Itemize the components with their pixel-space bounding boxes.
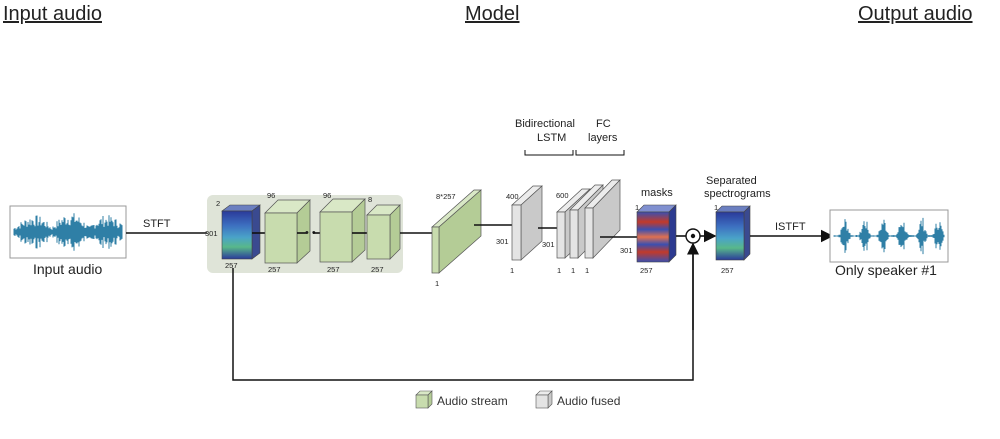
header-input-audio: Input audio xyxy=(3,3,102,25)
reshape-slab xyxy=(431,189,482,274)
separated-top-dim: 1 xyxy=(714,203,718,212)
lstm-bracket xyxy=(524,150,574,156)
legend: Audio stream Audio fused xyxy=(415,390,620,409)
input-waveform-panel xyxy=(9,205,127,259)
separated-title-line2: spectrograms xyxy=(704,188,771,200)
spec-in-left-dim: 301 xyxy=(205,229,218,238)
conv-block-1 xyxy=(264,199,311,264)
fc-title-line1: FC xyxy=(596,118,611,130)
fc-bracket xyxy=(575,150,625,156)
spec-in-top-dim: 2 xyxy=(216,199,220,208)
fc-title-line2: layers xyxy=(588,132,618,144)
istft-label: ISTFT xyxy=(775,221,806,233)
separated-title-line1: Separated xyxy=(706,175,757,187)
masks-title: masks xyxy=(641,187,673,199)
fc-layer-3 xyxy=(584,179,621,259)
legend-audio-stream-label: Audio stream xyxy=(437,394,508,408)
multiply-operator xyxy=(685,228,701,244)
input-waveform xyxy=(13,213,123,251)
legend-audio-fused-swatch xyxy=(535,390,553,409)
output-audio-caption: Only speaker #1 xyxy=(835,262,937,278)
lstm-title-line2: LSTM xyxy=(537,132,566,144)
fc-top-dim: 600 xyxy=(556,191,569,200)
masks-left-dim: 301 xyxy=(620,246,633,255)
legend-audio-fused-label: Audio fused xyxy=(557,394,620,408)
reshape-top-dim: 8*257 xyxy=(436,192,456,201)
lstm-bottom-dim: 1 xyxy=(510,266,514,275)
legend-audio-stream-swatch xyxy=(415,390,433,409)
lstm-left-dim: 301 xyxy=(496,237,509,246)
separated-spectrogram xyxy=(715,205,751,261)
header-output-audio: Output audio xyxy=(858,3,973,25)
output-waveform-panel xyxy=(829,209,949,263)
lstm-title-line1: Bidirectional xyxy=(515,118,575,130)
masks-block xyxy=(636,204,677,263)
lstm-slab xyxy=(511,185,543,261)
fc-bottom-dim-3: 1 xyxy=(585,266,589,275)
fc-bottom-dim-2: 1 xyxy=(571,266,575,275)
stft-label: STFT xyxy=(143,218,171,230)
input-audio-caption: Input audio xyxy=(33,261,102,277)
spec-in-bottom-dim: 257 xyxy=(225,261,238,270)
conv1-bottom-dim: 257 xyxy=(268,265,281,274)
conv-block-2 xyxy=(319,198,366,263)
input-spectrogram xyxy=(221,204,261,260)
fc-left-dim: 301 xyxy=(542,240,555,249)
conv3-top-dim: 8 xyxy=(368,195,372,204)
masks-top-dim: 1 xyxy=(635,203,639,212)
conv2-top-dim: 96 xyxy=(323,191,331,200)
conv3-bottom-dim: 257 xyxy=(371,265,384,274)
conv2-bottom-dim: 257 xyxy=(327,265,340,274)
output-waveform xyxy=(833,217,945,255)
masks-bottom-dim: 257 xyxy=(640,266,653,275)
conv1-top-dim: 96 xyxy=(267,191,275,200)
lstm-top-dim: 400 xyxy=(506,192,519,201)
reshape-bottom-dim: 1 xyxy=(435,279,439,288)
ellipsis: • • xyxy=(305,227,316,239)
fc-bottom-dim-1: 1 xyxy=(557,266,561,275)
conv-block-3 xyxy=(366,204,401,260)
separated-bottom-dim: 257 xyxy=(721,266,734,275)
header-model: Model xyxy=(465,3,519,25)
